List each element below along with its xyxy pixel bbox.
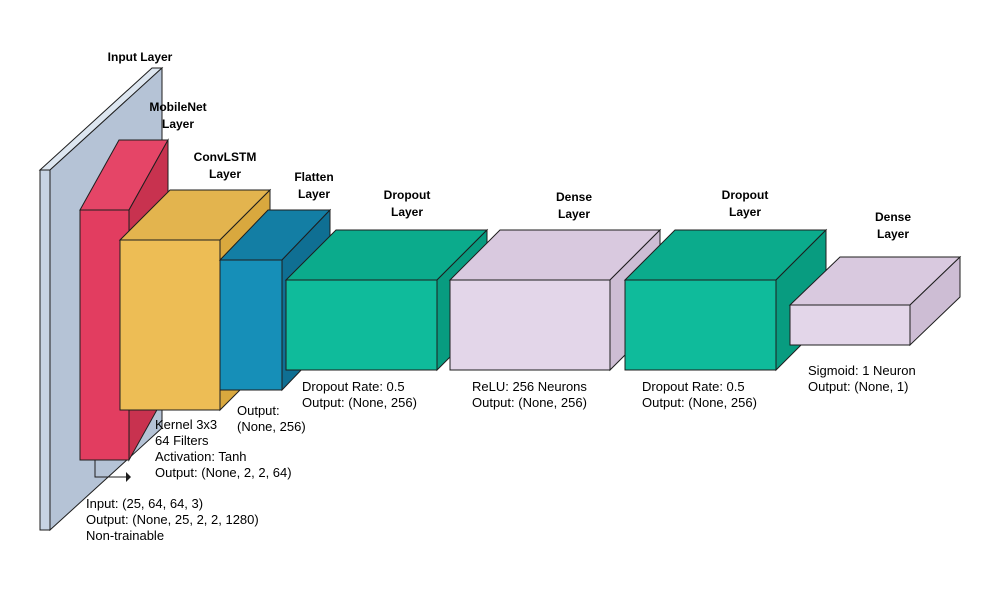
layer-title-line: Layer	[877, 227, 909, 241]
layer-detail-line: Output: (None, 25, 2, 2, 1280)	[86, 512, 259, 527]
layer-detail-line: (None, 256)	[237, 419, 306, 434]
layer-detail-line: Non-trainable	[86, 528, 164, 543]
layer-detail-line: Output: (None, 256)	[302, 395, 417, 410]
layer-details-input: Input: (25, 64, 64, 3)Output: (None, 25,…	[86, 496, 259, 543]
layer-title-line: Flatten	[294, 170, 333, 184]
layer-boxes	[38, 66, 962, 532]
layer-title-line: Layer	[558, 207, 590, 221]
layer-title-line: Input Layer	[108, 50, 173, 64]
layer-detail-line: Sigmoid: 1 Neuron	[808, 363, 916, 378]
layer-title-line: ConvLSTM	[194, 150, 257, 164]
layer-box-dropout2	[623, 228, 828, 372]
layer-title-line: Dropout	[384, 188, 431, 202]
layer-detail-line: Output: (None, 2, 2, 64)	[155, 465, 292, 480]
layer-title-line: Dense	[556, 190, 592, 204]
layer-title-line: Layer	[729, 205, 761, 219]
layer-title-line: Layer	[162, 117, 194, 131]
input-connector-arrow	[94, 460, 131, 482]
layer-title-line: MobileNet	[149, 100, 206, 114]
input-front-face	[39, 169, 51, 531]
convlstm-front-face	[119, 239, 221, 411]
layer-title-line: Layer	[391, 205, 423, 219]
layer-detail-line: Output: (None, 1)	[808, 379, 908, 394]
layer-title-line: Dropout	[722, 188, 769, 202]
layer-detail-line: Output:	[237, 403, 280, 418]
dense2-front-face	[789, 304, 911, 346]
layer-detail-line: Input: (25, 64, 64, 3)	[86, 496, 203, 511]
layer-title-convlstm: ConvLSTM Layer	[194, 150, 257, 181]
layer-title-input: Input Layer	[108, 50, 173, 64]
layer-detail-line: ReLU: 256 Neurons	[472, 379, 587, 394]
layer-detail-line: Dropout Rate: 0.5	[642, 379, 745, 394]
dropout1-front-face	[285, 279, 438, 371]
layer-detail-line: Output: (None, 256)	[642, 395, 757, 410]
layer-detail-line: Activation: Tanh	[155, 449, 247, 464]
layer-box-dense2	[788, 255, 962, 347]
dropout2-front-face	[624, 279, 777, 371]
layer-detail-line: 64 Filters	[155, 433, 209, 448]
dense1-front-face	[449, 279, 611, 371]
layer-detail-line: Dropout Rate: 0.5	[302, 379, 405, 394]
layer-title-line: Layer	[298, 187, 330, 201]
layer-detail-line: Output: (None, 256)	[472, 395, 587, 410]
layer-title-line: Dense	[875, 210, 911, 224]
layer-detail-line: Kernel 3x3	[155, 417, 217, 432]
layer-details-flatten: Output:(None, 256)	[237, 403, 306, 434]
flatten-front-face	[219, 259, 283, 391]
layer-title-line: Layer	[209, 167, 241, 181]
